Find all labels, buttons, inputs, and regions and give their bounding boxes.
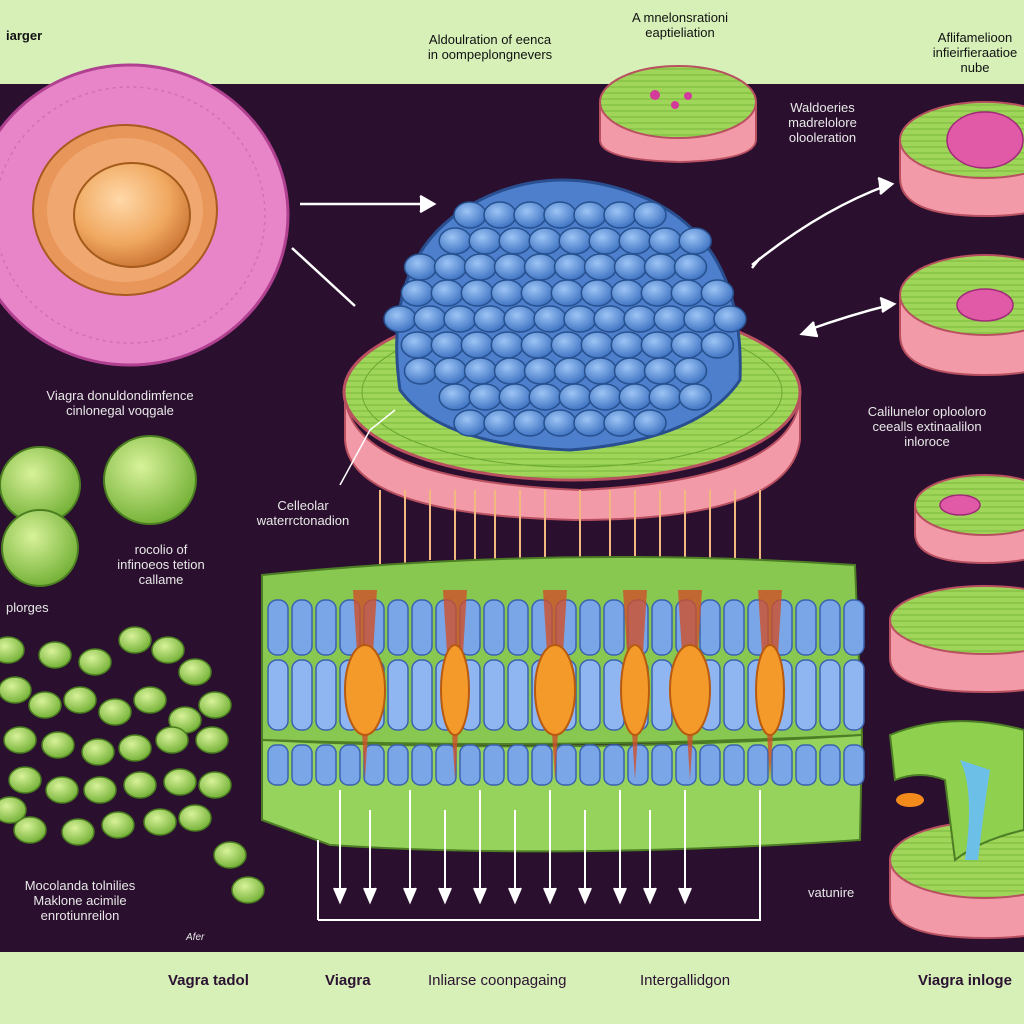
tissue-block [261,556,865,853]
label-plorges: plorges [6,600,49,615]
pink-cell [0,63,290,367]
blue-cluster [383,178,747,452]
label-top-right-center: A mnelonsrationi eaptieliation [631,10,729,40]
band-item-3: Inliarse coonpagaing [428,972,567,989]
label-middle-right-top: Waldoeries madrelolore olooleration [788,100,857,145]
label-left-middle: rocolio of infinoeos tetion callame [117,542,205,587]
label-top-left: iarger [6,28,43,43]
cluster-cells [383,201,747,437]
label-left-cell: Viagra donuldondimfence cinlonegal voqga… [46,388,194,418]
small-green-granules [0,626,265,904]
label-center-right: Calilunelor oplooloro ceealls extinaalil… [867,404,987,449]
bottom-arrows [317,790,761,921]
bottom-band [0,952,1024,1024]
band-item-5: Viagra inloge [918,972,1012,989]
arrows-left [291,194,437,307]
band-item-2: Viagra [325,972,371,989]
band-item-4: Intergallidgon [640,972,731,989]
label-bottom-left: Mocolanda tolnilies Maklone acimile enro… [24,878,136,923]
top-disc [599,65,757,164]
label-cellular: Celleolar waterrctonadion [256,498,350,528]
green-cells [0,435,197,587]
label-top-right: Aflifamelioon infieirfieraatioe nube [932,30,1018,75]
band-item-1: Vagra tadol [168,972,249,989]
right-arrows [751,176,897,338]
label-small-after: Afer [186,932,205,943]
tissue-cells [267,590,865,786]
label-top-center: Aldoulration of eenca in oompeplongnever… [427,32,553,62]
right-discs [888,101,1024,940]
label-vaturire: vatunire [808,885,855,900]
